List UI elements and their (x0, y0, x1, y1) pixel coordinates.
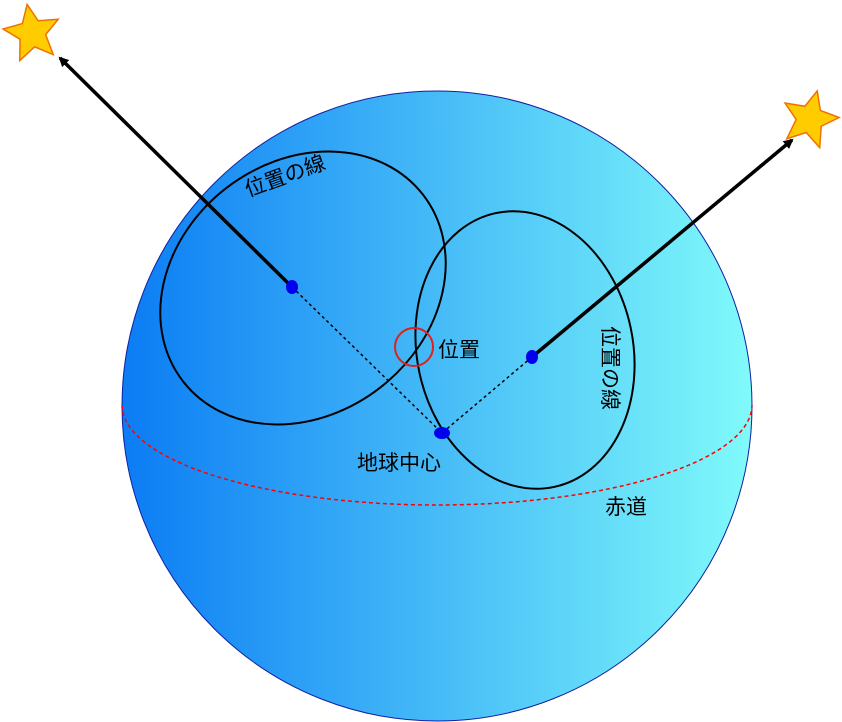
star-icon (1, 2, 60, 63)
dotted-line-left (291, 286, 443, 434)
position-marker (394, 327, 434, 367)
equator-line (121, 404, 753, 506)
star-icon (783, 89, 842, 150)
substellar-point-left (286, 280, 298, 294)
label-equator: 赤道 (605, 495, 647, 519)
earth-sphere (121, 90, 753, 722)
label-position: 位置 (438, 338, 480, 362)
line-of-position-right (414, 210, 636, 490)
star-direction-arrow-right (530, 138, 794, 359)
dotted-line-right (441, 356, 533, 434)
substellar-point-right (526, 350, 538, 364)
label-earth-center: 地球中心 (357, 451, 441, 475)
line-of-position-left (159, 150, 447, 426)
earth-center-dot (434, 427, 450, 439)
star-direction-arrow-left (58, 56, 294, 289)
label-line-of-position-right: 位置の線 (598, 326, 622, 410)
